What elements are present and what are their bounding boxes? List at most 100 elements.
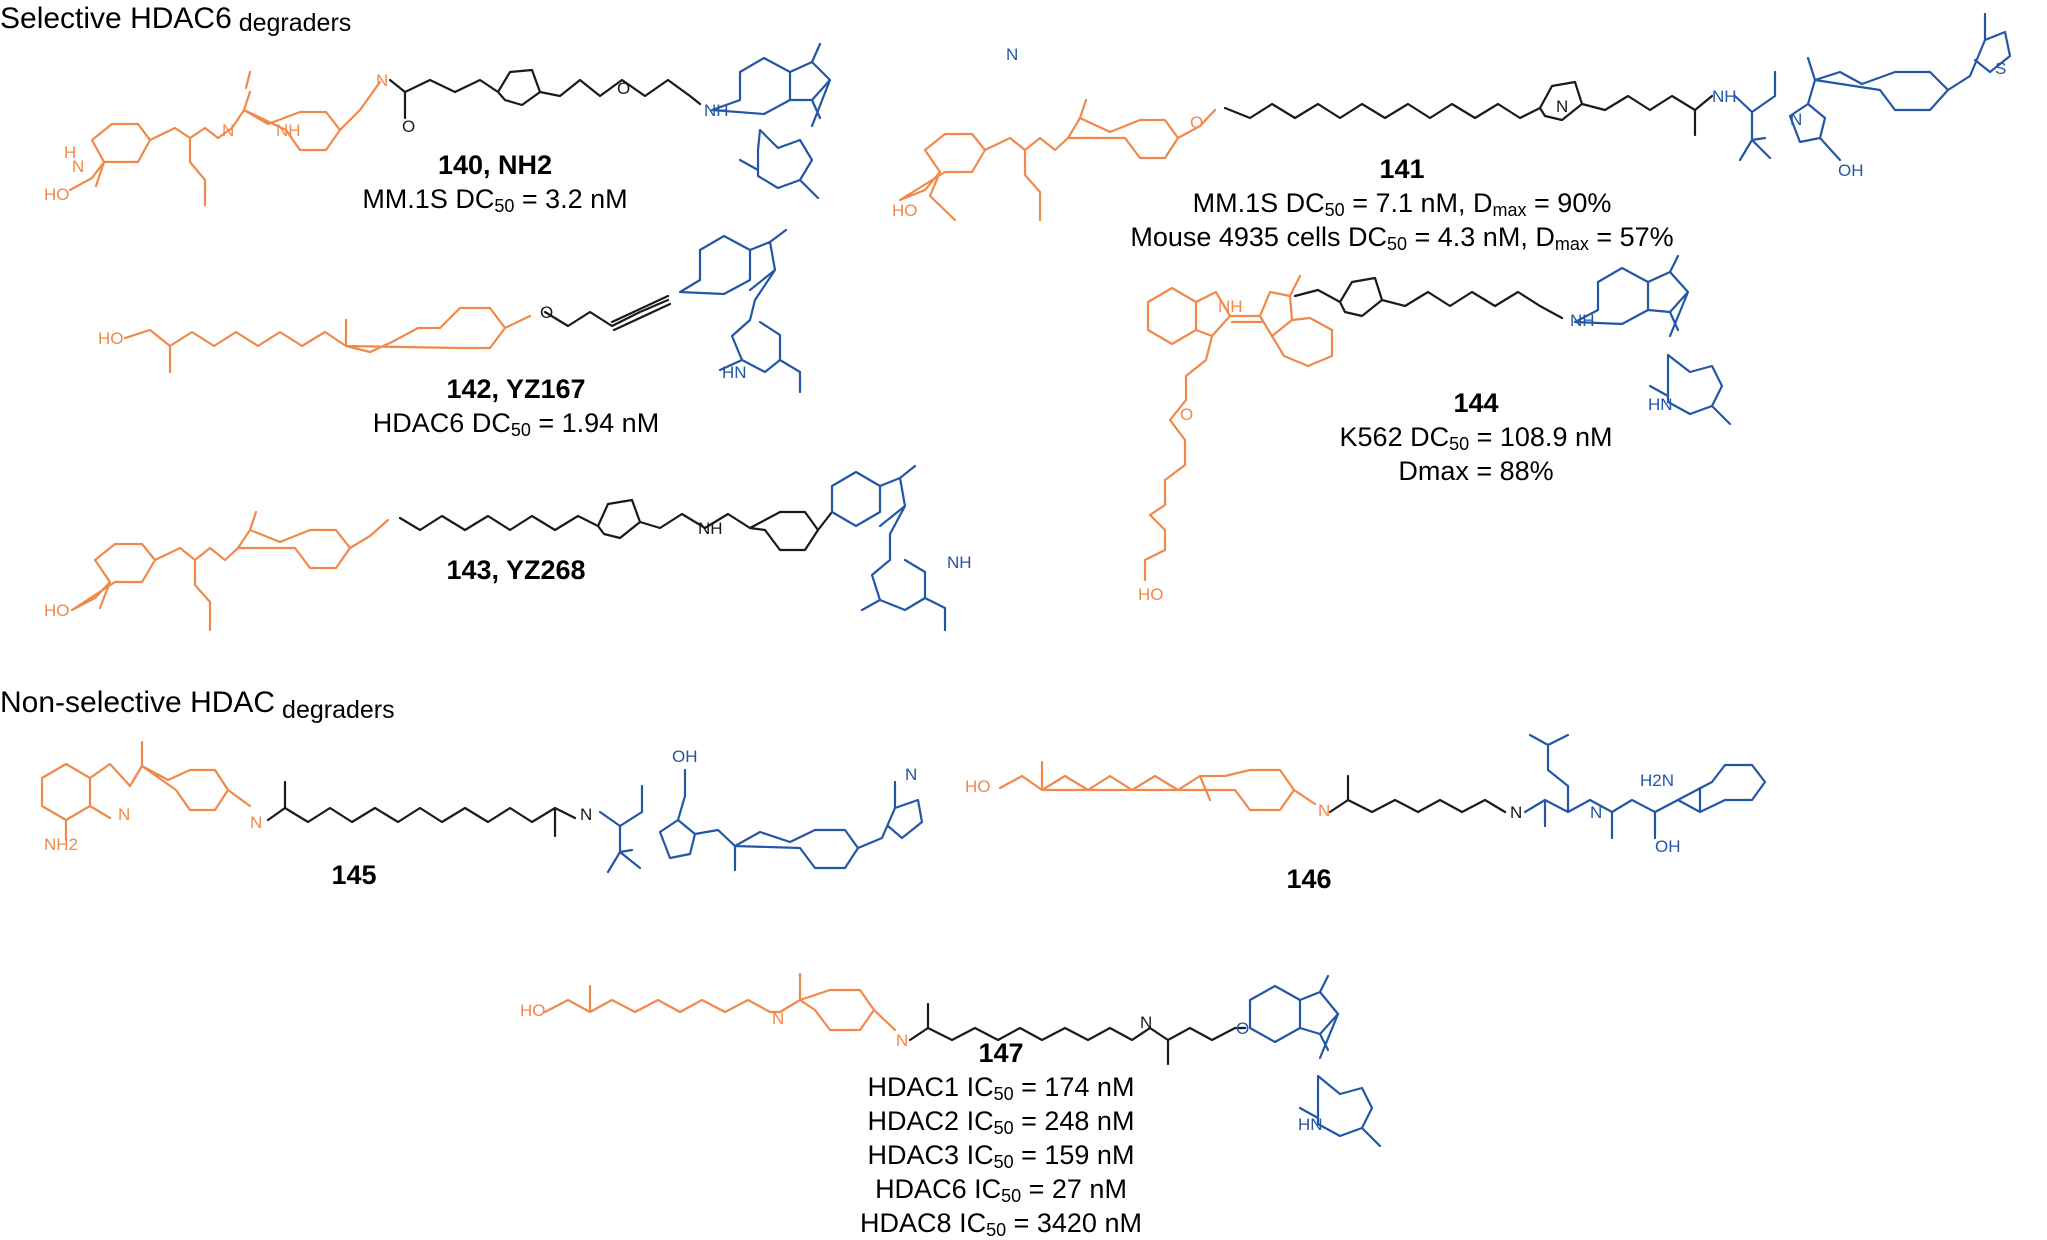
atom-label: N <box>1006 45 1018 64</box>
section-title-nonselective-suffix: degraders <box>275 696 395 724</box>
atom-label: HO <box>98 329 124 348</box>
atom-label: N <box>72 157 84 176</box>
atom-label: HN <box>722 363 747 382</box>
activity-subscript: 50 <box>494 196 515 216</box>
compound-id-144: 144 <box>1453 388 1499 418</box>
atom-label: N <box>1318 801 1330 820</box>
structure-147-warhead <box>543 972 897 1032</box>
atom-label: NH2 <box>44 835 78 854</box>
compound-id-146: 146 <box>1286 864 1332 894</box>
structure-145-linker <box>266 780 577 838</box>
activity-text: = 7.1 nM, D <box>1344 188 1493 218</box>
structure-144-ligand <box>1573 254 1732 426</box>
activity-line: HDAC6 DC50 = 1.94 nM <box>373 406 659 440</box>
activity-line: Mouse 4935 cells DC50 = 4.3 nM, Dmax = 5… <box>1130 220 1673 254</box>
activity-text: = 27 nM <box>1021 1174 1127 1204</box>
activity-subscript: max <box>1492 200 1527 220</box>
structure-146 <box>998 733 1767 840</box>
activity-text: Dmax = 88% <box>1398 456 1554 486</box>
activity-subscript: 50 <box>1386 234 1407 254</box>
atom-label: O <box>1236 1019 1249 1038</box>
compound-label-147: 147 HDAC1 IC50 = 174 nM HDAC2 IC50 = 248… <box>860 1036 1142 1240</box>
activity-subscript: 50 <box>1324 200 1345 220</box>
activity-text: = 1.94 nM <box>530 408 660 438</box>
activity-line: MM.1S DC50 = 3.2 nM <box>362 182 627 216</box>
atom-label: H2N <box>1640 771 1674 790</box>
structure-142 <box>123 228 802 394</box>
compound-label-141: 141 MM.1S DC50 = 7.1 nM, Dmax = 90% Mous… <box>1130 152 1673 254</box>
activity-text: = 174 nM <box>1013 1072 1135 1102</box>
atom-label: HO <box>965 777 991 796</box>
activity-subscript: 50 <box>993 1084 1014 1104</box>
atom-label: HN <box>1648 395 1673 414</box>
atom-label: NH <box>704 101 729 120</box>
structure-147-ligand <box>1248 974 1382 1148</box>
atom-label: NH <box>947 553 972 572</box>
structure-144-linker <box>1293 276 1564 320</box>
activity-text: = 3.2 nM <box>514 184 628 214</box>
activity-text: HDAC6 DC <box>372 408 511 438</box>
structure-143-warhead <box>70 510 390 632</box>
compound-id-142: 142, YZ167 <box>446 374 586 404</box>
atom-label: HO <box>44 601 70 620</box>
structure-144-warhead <box>1143 274 1334 582</box>
atom-label: H <box>64 143 76 162</box>
compound-id-141: 141 <box>1379 154 1425 184</box>
activity-line: K562 DC50 = 108.9 nM <box>1340 420 1613 454</box>
atom-label: HO <box>44 185 70 204</box>
atom-label: O <box>1190 113 1203 132</box>
activity-subscript: 50 <box>1001 1186 1022 1206</box>
structure-141-warhead <box>898 98 1217 222</box>
structure-146-linker <box>1328 774 1507 814</box>
structure-145-ligand <box>598 768 924 874</box>
compound-id-145: 145 <box>331 860 377 890</box>
atom-label: N <box>222 121 234 140</box>
activity-subscript: 50 <box>993 1152 1014 1172</box>
section-title-nonselective: Non-selective HDAC degraders <box>0 686 395 724</box>
activity-text: = 57% <box>1588 222 1674 252</box>
atom-label: NH <box>1218 297 1243 316</box>
structure-143-linker <box>398 498 834 552</box>
structure-145-warhead <box>40 740 252 842</box>
atom-label: HN <box>1298 1115 1323 1134</box>
atom-label: HO <box>892 201 918 220</box>
atom-label: NH <box>1570 311 1595 330</box>
atom-labels: HO N H N NH N O O NH O N NH N OH S N HO … <box>44 45 2006 1134</box>
activity-subscript: max <box>1554 234 1589 254</box>
atom-label: N <box>896 1031 908 1050</box>
structure-143 <box>70 464 947 632</box>
structure-140-warhead <box>68 70 382 207</box>
atom-label: N <box>1590 803 1602 822</box>
activity-text: Mouse 4935 cells DC <box>1130 222 1387 252</box>
structure-140-linker <box>388 68 702 120</box>
atom-label: N <box>905 765 917 784</box>
atom-label: NH <box>698 519 723 538</box>
compound-label-140: 140, NH2 MM.1S DC50 = 3.2 nM <box>362 148 627 216</box>
atom-label: N <box>118 805 130 824</box>
atom-label: NH <box>276 121 301 140</box>
activity-text: = 108.9 nM <box>1469 422 1613 452</box>
atom-label: O <box>540 303 553 322</box>
structure-146-ligand <box>1523 733 1767 840</box>
atom-label: HO <box>1138 585 1164 604</box>
atom-label: NH <box>1712 87 1737 106</box>
activity-text: HDAC3 IC <box>867 1140 994 1170</box>
atom-label: O <box>617 79 630 98</box>
structure-141 <box>898 12 2012 222</box>
structure-143-ligand <box>830 464 947 632</box>
atom-label: OH <box>672 747 698 766</box>
section-title-selective-main: Selective HDAC6 <box>0 2 232 35</box>
compound-id-147: 147 <box>978 1038 1024 1068</box>
atom-label: N <box>1140 1013 1152 1032</box>
structure-140 <box>68 42 832 207</box>
activity-text: = 4.3 nM, D <box>1407 222 1555 252</box>
atom-label: N <box>1556 97 1568 116</box>
compound-label-142: 142, YZ167 HDAC6 DC50 = 1.94 nM <box>373 372 659 440</box>
atom-label: O <box>402 117 415 136</box>
atom-label: N <box>580 805 592 824</box>
atom-label: N <box>376 71 388 90</box>
activity-line: Dmax = 88% <box>1340 454 1613 488</box>
compound-label-143: 143, YZ268 <box>446 553 585 587</box>
